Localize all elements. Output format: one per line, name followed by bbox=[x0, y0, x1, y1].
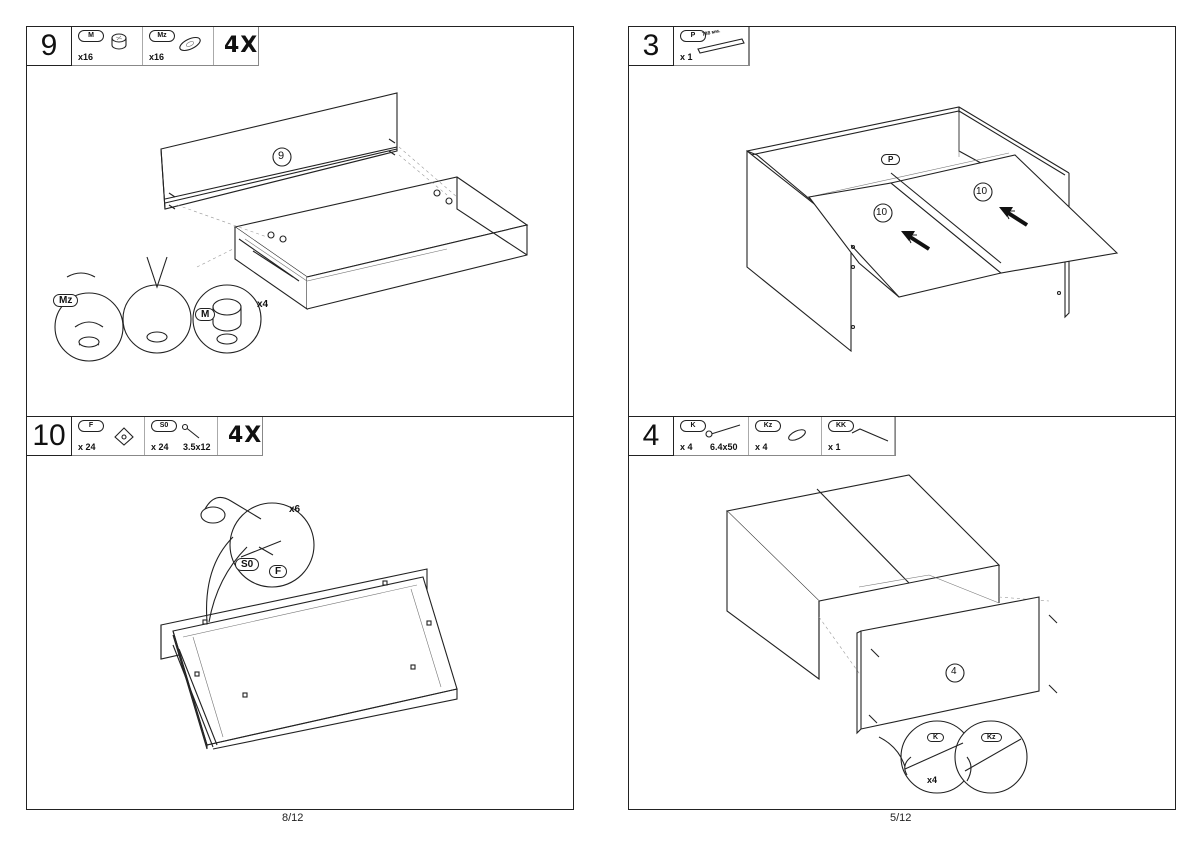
bottom-panel-b bbox=[889, 154, 1119, 274]
step-number: 10 bbox=[27, 417, 72, 456]
detail-circle-mz bbox=[54, 292, 124, 362]
sheet-left: 9 M x16 Mz x16 4X bbox=[26, 26, 574, 824]
step-9-illustration bbox=[54, 92, 529, 362]
step-10-frame: 10 F x 24 S0 x 24 3.5x12 4X bbox=[26, 416, 574, 810]
step-number: 3 bbox=[629, 27, 674, 66]
part-qty: x 1 bbox=[828, 442, 841, 452]
detail-circle-tool bbox=[122, 284, 192, 354]
part-qty: x 24 bbox=[78, 442, 96, 452]
part-code: F bbox=[78, 420, 104, 432]
panel-label: 10 bbox=[976, 186, 988, 197]
part-code: S0 bbox=[151, 420, 177, 432]
step-4-illustration bbox=[725, 474, 1058, 794]
part-qty: x 1 bbox=[680, 52, 693, 62]
callout-f: F bbox=[269, 565, 288, 578]
page-number: 8/12 bbox=[282, 812, 304, 824]
callout-x4: x4 bbox=[257, 299, 269, 310]
part-code: KK bbox=[828, 420, 854, 432]
part-m: M x16 bbox=[72, 27, 143, 65]
multiplier: 4X bbox=[224, 33, 259, 58]
part-size: 3.5x12 bbox=[183, 442, 211, 452]
part-code: K bbox=[680, 420, 706, 432]
front-panel bbox=[860, 596, 1040, 730]
step-4-header: 4 K x 4 6.4x50 Kz x 4 KK bbox=[629, 417, 896, 456]
part-s0: S0 x 24 3.5x12 bbox=[145, 417, 218, 455]
part-qty: x 4 bbox=[680, 442, 693, 452]
part-kz: Kz x 4 bbox=[749, 417, 822, 455]
step-number: 9 bbox=[27, 27, 72, 66]
callout-mz: Mz bbox=[53, 294, 79, 307]
bracket-icon bbox=[114, 427, 134, 446]
part-f: F x 24 bbox=[72, 417, 145, 455]
rail-p bbox=[890, 172, 1002, 264]
rail-icon bbox=[697, 38, 745, 54]
callout-x4: x4 bbox=[927, 775, 938, 785]
callout-p: P bbox=[881, 154, 901, 165]
screw-cap-icon bbox=[788, 429, 806, 441]
page-number: 5/12 bbox=[890, 812, 912, 824]
bottom-panel-a bbox=[808, 182, 1003, 298]
panel-label: 9 bbox=[278, 150, 285, 162]
part-mz: Mz x16 bbox=[143, 27, 214, 65]
part-qty: x 4 bbox=[755, 442, 768, 452]
panel-label: 4 bbox=[951, 666, 957, 677]
step-3-header: 3 P 788 мм. x 1 bbox=[629, 27, 750, 66]
cam-lock-icon bbox=[111, 33, 127, 50]
step-10-header: 10 F x 24 S0 x 24 3.5x12 4X bbox=[27, 417, 264, 456]
part-code: P bbox=[680, 30, 706, 42]
callout-m: M bbox=[195, 308, 216, 321]
callout-k: K bbox=[927, 733, 945, 742]
left-side-panel bbox=[746, 149, 852, 353]
step-3-frame: 3 P 788 мм. x 1 bbox=[628, 26, 1176, 418]
sheet-right: 3 P 788 мм. x 1 bbox=[600, 0, 1200, 849]
callout-kz: Kz bbox=[981, 733, 1002, 742]
part-size: 6.4x50 bbox=[710, 442, 738, 452]
step-number: 4 bbox=[629, 417, 674, 456]
screw-icon bbox=[181, 423, 200, 439]
detail-circle-kz bbox=[954, 720, 1028, 794]
part-p: P 788 мм. x 1 bbox=[674, 27, 749, 65]
cam-cover-icon bbox=[179, 36, 201, 52]
drawer-body bbox=[172, 576, 458, 746]
confirmat-screw-icon bbox=[705, 424, 741, 438]
part-k: K x 4 6.4x50 bbox=[674, 417, 749, 455]
part-qty: x16 bbox=[149, 52, 165, 62]
part-kk: KK x 1 bbox=[822, 417, 895, 455]
multiplier: 4X bbox=[228, 423, 263, 448]
callout-x6: x6 bbox=[289, 504, 301, 515]
panel-label: 10 bbox=[876, 207, 888, 218]
part-code: Mz bbox=[149, 30, 175, 42]
part-qty: x 24 bbox=[151, 442, 169, 452]
step-10-illustration bbox=[160, 496, 458, 750]
step-4-frame: 4 K x 4 6.4x50 Kz x 4 KK bbox=[628, 416, 1176, 810]
part-code: M bbox=[78, 30, 104, 42]
part-qty: x16 bbox=[78, 52, 94, 62]
step-9-header: 9 M x16 Mz x16 4X bbox=[27, 27, 260, 66]
detail-circle-m bbox=[192, 284, 262, 354]
callout-s0: S0 bbox=[235, 558, 260, 571]
hex-key-icon bbox=[851, 428, 889, 442]
step-3-illustration bbox=[746, 106, 1119, 353]
step-9-frame: 9 M x16 Mz x16 4X bbox=[26, 26, 574, 418]
part-code: Kz bbox=[755, 420, 781, 432]
